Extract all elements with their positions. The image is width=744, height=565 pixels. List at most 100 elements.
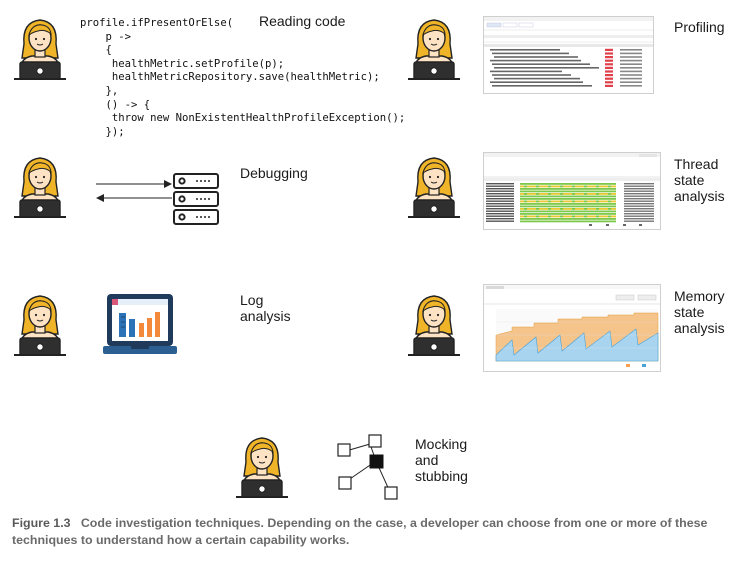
profiler-row-bar — [605, 52, 613, 55]
thread-state-segment — [572, 193, 575, 195]
profiler-row-text — [494, 77, 580, 80]
thread-name — [486, 188, 514, 190]
thread-state-segment — [548, 200, 551, 203]
profiler-row-text — [492, 63, 590, 65]
code-line: () -> { — [80, 98, 151, 111]
profiler-row-text — [492, 52, 569, 55]
profiler-row-text — [494, 67, 599, 69]
thread-state-bar — [520, 200, 616, 203]
thread-name — [486, 205, 514, 207]
laptop-chart-icon — [103, 294, 177, 354]
thread-time — [624, 205, 654, 207]
thread-time — [624, 190, 654, 192]
profiler-row-value — [620, 81, 642, 83]
profiler-row-value — [620, 49, 642, 51]
thread-state-segment — [584, 200, 587, 203]
code-line: healthMetricRepository.save(healthMetric… — [80, 71, 380, 84]
thread-state-segment — [524, 193, 527, 195]
thread-time — [624, 218, 654, 220]
thread-state-bar — [520, 203, 616, 205]
profiler-row-text — [490, 49, 560, 51]
thread-state-segment — [560, 200, 563, 203]
profiler-row-bar — [605, 48, 613, 51]
thread-time — [624, 220, 654, 222]
thread-state-segment — [596, 193, 599, 195]
thread-state-bar — [520, 213, 616, 215]
profiler-row-value — [620, 70, 642, 73]
thread-state-segment — [608, 208, 611, 210]
thread-state-segment — [572, 215, 575, 218]
profiler-row-text — [490, 70, 562, 73]
thread-state-bar — [520, 205, 616, 208]
debugging-label: Debugging — [240, 165, 308, 181]
thread-name — [486, 183, 514, 185]
thread-state-segment — [560, 185, 563, 188]
thread-name — [486, 215, 514, 217]
log-analysis-label: Log analysis — [240, 292, 291, 324]
debug-arrows — [96, 180, 172, 202]
profiler-row-text — [492, 85, 592, 87]
thread-state-segment — [584, 208, 587, 210]
thread-name — [486, 185, 514, 187]
thread-time — [624, 213, 654, 215]
profiler-screenshot — [483, 16, 654, 94]
profiler-row-bar — [605, 84, 613, 87]
thread-state-segment — [584, 215, 587, 218]
thread-state-segment — [596, 215, 599, 218]
thread-state-segment — [560, 215, 563, 218]
thread-state-segment — [560, 208, 563, 210]
thread-time — [624, 193, 654, 195]
profiler-row-text — [492, 74, 571, 76]
thread-name — [486, 203, 514, 205]
thread-state-segment — [560, 193, 563, 195]
thread-state-segment — [572, 208, 575, 210]
thread-state-bar — [520, 185, 616, 188]
profiler-row-value — [620, 67, 642, 69]
thread-time — [624, 198, 654, 200]
profiler-row-text — [490, 81, 583, 83]
thread-time — [624, 183, 654, 185]
thread-name — [486, 210, 514, 212]
thread-state-bar — [520, 210, 616, 213]
thread-state-segment — [572, 185, 575, 188]
thread-state-segment — [524, 185, 527, 188]
thread-state-segment — [608, 215, 611, 218]
code-line: }, — [80, 84, 119, 97]
thread-state-bar — [520, 208, 616, 210]
thread-state-bar — [520, 215, 616, 218]
thread-state-segment — [584, 193, 587, 195]
thread-name — [486, 193, 514, 195]
profiler-row-bar — [605, 66, 613, 69]
developer-log — [12, 290, 68, 357]
thread-state-segment — [608, 193, 611, 195]
profiler-row-bar — [605, 74, 613, 77]
thread-state-segment — [548, 215, 551, 218]
thread-time — [624, 185, 654, 187]
thread-state-bar — [520, 183, 616, 185]
mocking-label: Mocking and stubbing — [415, 436, 468, 484]
code-line: healthMetric.setProfile(p); — [80, 57, 285, 70]
code-line: profile.ifPresentOrElse( — [80, 17, 234, 29]
caption-text: Code investigation techniques. Depending… — [12, 516, 708, 547]
code-line: throw new NonExistentHealthProfileExcept… — [80, 112, 406, 125]
profiler-row-value — [620, 63, 642, 65]
thread-state-segment — [548, 208, 551, 210]
figure-caption: Figure 1.3 Code investigation techniques… — [12, 515, 738, 549]
thread-state-segment — [536, 193, 539, 195]
thread-name — [486, 190, 514, 192]
profiler-row-bar — [605, 81, 613, 84]
profiling-label: Profiling — [674, 19, 725, 35]
developer-profiling — [406, 14, 462, 81]
profiler-row-value — [620, 56, 642, 58]
thread-state-segment — [536, 208, 539, 210]
developer-debugging — [12, 152, 68, 219]
thread-name — [486, 195, 514, 197]
thread-state-segment — [524, 208, 527, 210]
thread-state-segment — [596, 200, 599, 203]
thread-state-bar — [520, 190, 616, 193]
thread-timeline — [484, 153, 660, 226]
developer-memory — [406, 290, 462, 357]
thread-state-segment — [524, 215, 527, 218]
thread-time — [624, 208, 654, 210]
thread-state-segment — [536, 185, 539, 188]
